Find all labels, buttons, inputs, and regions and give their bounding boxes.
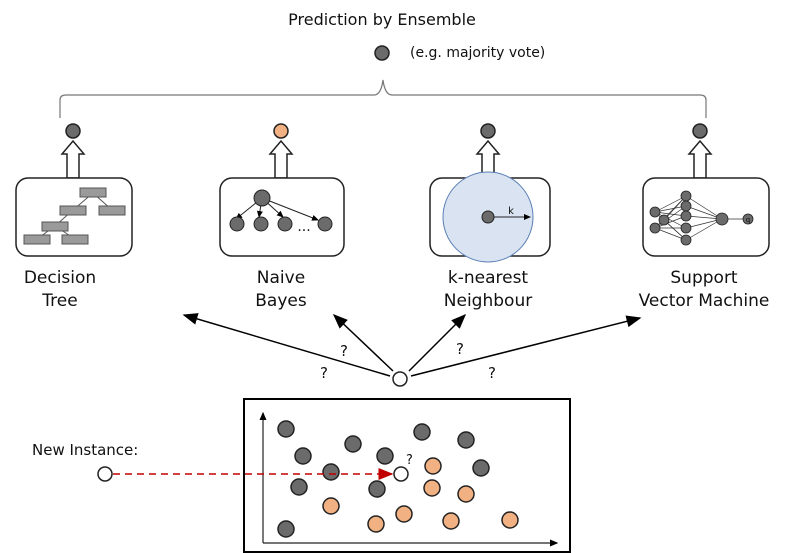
classifier-output-node [273,123,289,139]
new-instance-label: New Instance: [32,441,138,459]
diagram-title: Prediction by Ensemble [288,10,476,29]
bayes-network-icon [229,189,333,232]
data-point-orange [367,515,385,533]
data-point-gray [322,463,340,481]
data-point-orange [457,485,475,503]
classifier-label: Naive [257,268,305,288]
classifier-label: Decision [24,268,96,288]
scatter-query-mark: ? [406,453,413,468]
scatter-points [277,420,519,538]
classifier-label: k-nearest [448,268,529,288]
new-instance-node [97,466,113,482]
data-point-gray [413,423,431,441]
data-point-orange [424,457,442,475]
query-instance-node [392,371,408,387]
svm-output-label: q [746,216,750,224]
data-point-orange [501,511,519,529]
ensemble-brace [59,79,707,118]
classifier-output-node [65,123,81,139]
classifier-label: Bayes [255,291,307,311]
neural-network-icon [654,195,748,241]
knn-center-node [481,210,495,224]
classifier-box [642,177,770,257]
data-point-orange [395,505,413,523]
hollow-up-arrow [687,139,713,179]
data-point-gray [290,478,308,496]
classifier-knn: k k-nearest Neighbour [429,123,551,311]
classifier-output-node [692,123,708,139]
data-point-gray [376,447,394,465]
data-point-gray [344,435,362,453]
data-point-gray [277,420,295,438]
classifier-output-node [480,123,496,139]
data-point-orange [423,479,441,497]
classifier-label: Neighbour [444,291,532,311]
placed-instance-node [393,466,409,482]
decision-tree-icon [23,187,126,245]
data-point-orange [442,512,460,530]
hollow-up-arrow [60,139,86,179]
knn-k-label: k [508,206,514,217]
data-point-gray [368,480,386,498]
classifier-label: Tree [41,291,77,311]
query-mark: ? [320,364,328,382]
neural-network-nodes [649,190,754,246]
query-mark: ? [488,364,496,382]
data-point-gray [277,520,295,538]
data-point-orange [322,497,340,515]
vote-note: (e.g. majority vote) [410,45,545,61]
data-point-gray [457,431,475,449]
ensemble-output-node [374,45,390,61]
query-mark: ? [456,340,464,358]
query-mark: ? [340,342,348,360]
query-arrows [182,313,642,377]
classifier-naive-bayes: ... Naive Bayes [219,123,345,311]
data-point-gray [294,447,312,465]
hollow-up-arrow [268,139,294,179]
classifier-label: Support [670,268,738,288]
classifier-decision-tree: Decision Tree [15,123,133,311]
data-point-gray [472,459,490,477]
classifier-label: Vector Machine [639,291,770,311]
classifier-svm: q Support Vector Machine [639,123,770,311]
ellipsis-text: ... [297,219,310,235]
